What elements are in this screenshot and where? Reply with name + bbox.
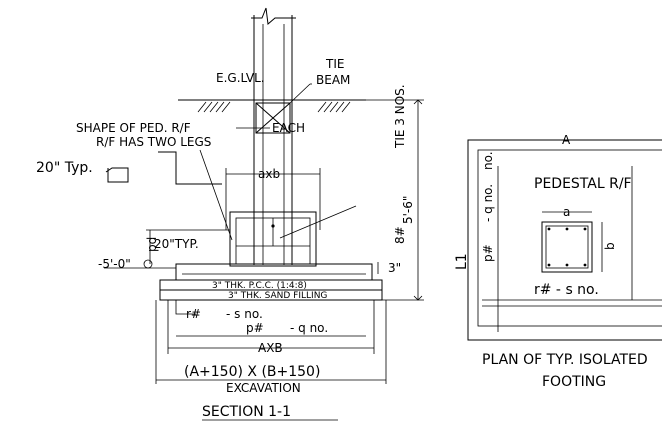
footing (159, 263, 383, 301)
plan-q-label: no. (481, 151, 495, 170)
pcc-label: 3" THK. P.C.C. (1:4:8) (212, 281, 307, 291)
ground-level-line (178, 99, 366, 113)
plan-a-label: a (563, 205, 570, 219)
level-5-0-label: -5'-0" (98, 257, 131, 271)
stirrup-shape: 20" Typ. (36, 151, 222, 185)
depth-dimension: 5'-6" TIE 3 NOS. 8# (360, 84, 424, 301)
plan-pedestal: a b (541, 205, 617, 273)
pedestal (229, 205, 357, 267)
plan-caption-line2: FOOTING (542, 374, 606, 390)
plan-rs-label: r# - s no. (534, 282, 599, 298)
plan-dim-a: A (562, 133, 571, 147)
beam-label: BEAM (316, 73, 350, 87)
each-label: EACH (272, 121, 305, 135)
axb-label: axb (258, 167, 280, 181)
depth-label: 5'-6" (401, 196, 415, 224)
plan-caption-line1: PLAN OF TYP. ISOLATED (482, 352, 648, 368)
plan-isolated-footing: A no. - q no. p# PEDESTAL R/F a b r# - s… (454, 133, 662, 390)
plan-l1-label: L1 (454, 253, 470, 270)
rebar-r-label: r# (186, 307, 201, 321)
plan-q-no-label: - q no. (481, 184, 495, 222)
level-5-0: -5'-0" (98, 257, 176, 271)
two-legs-label: R/F HAS TWO LEGS (96, 135, 211, 149)
three-inch-label: 3" (388, 261, 401, 275)
shape-of-ped-label: SHAPE OF PED. R/F (76, 121, 191, 135)
section-1-1: E.G.LVL. TIE BEAM SHAPE OF PED. R/F EACH… (36, 7, 424, 421)
section-title: SECTION 1-1 (202, 404, 291, 420)
eg-level-label: E.G.LVL. (216, 71, 265, 85)
rebar-q-label: - q no. (290, 321, 328, 335)
pd-dimension: pd (145, 229, 230, 264)
tie-3-nos-label: TIE 3 NOS. (393, 84, 407, 149)
plan-p-label: p# (481, 244, 495, 262)
typ20-left-label: 20" Typ. (36, 160, 93, 176)
sand-label: 3" THK. SAND FILLING (228, 291, 327, 301)
excavation-label: EXCAVATION (226, 381, 301, 395)
axb-overall-label: AXB (258, 341, 283, 355)
pedestal-label: PEDESTAL R/F (534, 176, 632, 192)
pd-label: pd (145, 237, 159, 252)
tie-label: TIE (325, 57, 344, 71)
bottom-rebar: r# - s no. p# - q no. (175, 300, 366, 337)
plan-b-label: b (603, 242, 617, 250)
axb-dimension: axb (225, 167, 321, 230)
axb-overall-dimension: AXB (167, 300, 375, 355)
bar-8-label: 8# (393, 226, 407, 244)
rebar-s-label: - s no. (226, 307, 263, 321)
excavation-dimension: (A+150) X (B+150) EXCAVATION (155, 300, 387, 395)
typ20-inner-label: 20"TYP. (154, 237, 199, 251)
column (251, 7, 296, 265)
excavation-dim-label: (A+150) X (B+150) (184, 364, 320, 380)
three-inch-dim: 3" (377, 261, 401, 275)
rebar-p-label: p# (246, 321, 264, 335)
